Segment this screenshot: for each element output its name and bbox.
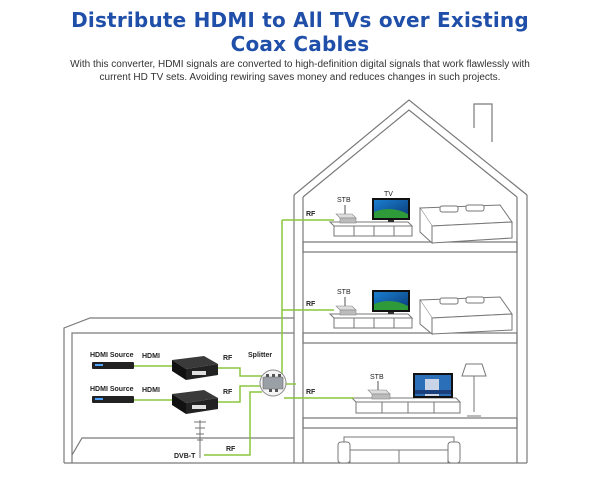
cabinet-low [350,397,462,414]
cabinet-top [328,221,414,237]
label-hdmi-source-1: HDMI Source [90,352,134,359]
converter-2 [172,390,218,414]
hdmi-source-1 [92,362,134,369]
label-rf-floor-top: RF [306,211,316,218]
label-stb-top: STB [337,197,351,204]
splitter-device [259,369,287,397]
floor-mid-slab [302,332,518,344]
cabinet-mid [328,313,414,329]
dvbt-antenna-icon [194,420,206,458]
bed-top [419,204,513,245]
label-hdmi-source-2: HDMI Source [90,386,134,393]
label-rf-dvbt: RF [226,446,236,453]
annex-building [63,317,294,464]
label-dvbt: DVB-T [174,453,196,460]
stb-box-top [335,205,357,224]
bed-mid [419,296,513,336]
description-text: With this converter, HDMI signals are co… [70,59,530,83]
cable-dvbt-splitter [204,391,262,456]
sofa [337,436,461,464]
floor-top-slab [302,241,518,253]
label-rf-converter-2: RF [223,389,233,396]
label-rf-floor-mid: RF [306,301,316,308]
label-rf-converter-1: RF [223,355,233,362]
house-roof-outer [293,99,528,196]
stb-box-low [367,381,391,400]
tv-top [372,198,410,222]
floor-lamp [461,363,487,417]
label-hdmi-2: HDMI [142,387,160,394]
hdmi-source-2 [92,396,134,403]
tv-mid [372,290,410,314]
cable-conv2-splitter [216,385,262,403]
label-hdmi-1: HDMI [142,353,160,360]
stb-box-mid [335,297,357,316]
tv-low [413,373,453,398]
label-tv-top: TV [384,191,393,198]
page-title: Distribute HDMI to All TVs over Existing… [0,8,600,56]
cable-runs [134,219,354,456]
house-chimney [473,103,493,142]
label-stb-low: STB [370,374,384,381]
converter-1 [172,356,218,380]
label-rf-floor-low: RF [306,389,316,396]
house-roof-inner [302,109,518,198]
cable-conv1-splitter [216,367,262,377]
title-line-1: Distribute HDMI to All TVs over Existing [71,8,529,32]
title-line-2: Coax Cables [230,32,370,56]
floor-low-slab [302,417,518,429]
label-stb-mid: STB [337,289,351,296]
label-splitter: Splitter [248,352,272,359]
